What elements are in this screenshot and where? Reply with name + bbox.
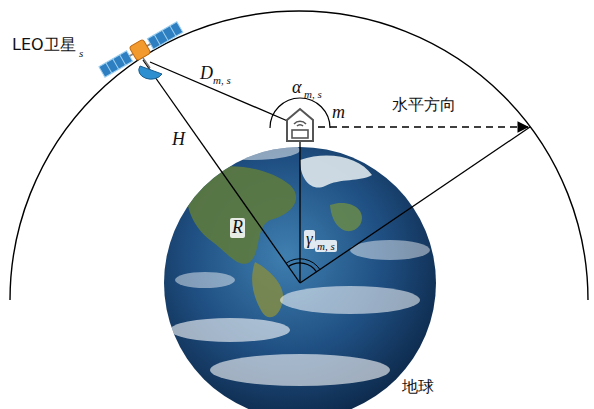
- math-symbol: H: [172, 130, 185, 150]
- subscript: m, s: [213, 74, 231, 86]
- horizon-line: [300, 127, 530, 283]
- math-symbol: R: [230, 218, 245, 238]
- subscript: m, s: [315, 240, 337, 252]
- height-line: [143, 60, 300, 283]
- central-angle-arc: [289, 263, 317, 272]
- math-symbol: γ: [304, 230, 315, 249]
- terminal-icon: [287, 109, 313, 141]
- subscript: s: [79, 47, 83, 59]
- horizontal-dashed-arrow: [318, 126, 528, 127]
- satellite-label: LEO卫星: [12, 36, 76, 54]
- terminal-label: m: [332, 103, 345, 123]
- direction-label: 水平方向: [392, 96, 456, 114]
- distance-line: [150, 62, 290, 122]
- earth-label: 地球: [402, 378, 434, 396]
- satellite-icon: [98, 20, 184, 79]
- earth-picture: [164, 140, 436, 409]
- radius-line: [299, 141, 300, 283]
- math-symbol: α: [292, 78, 301, 98]
- central-angle-arc: [286, 259, 320, 270]
- math-symbol: D: [200, 64, 213, 84]
- subscript: m, s: [304, 88, 322, 100]
